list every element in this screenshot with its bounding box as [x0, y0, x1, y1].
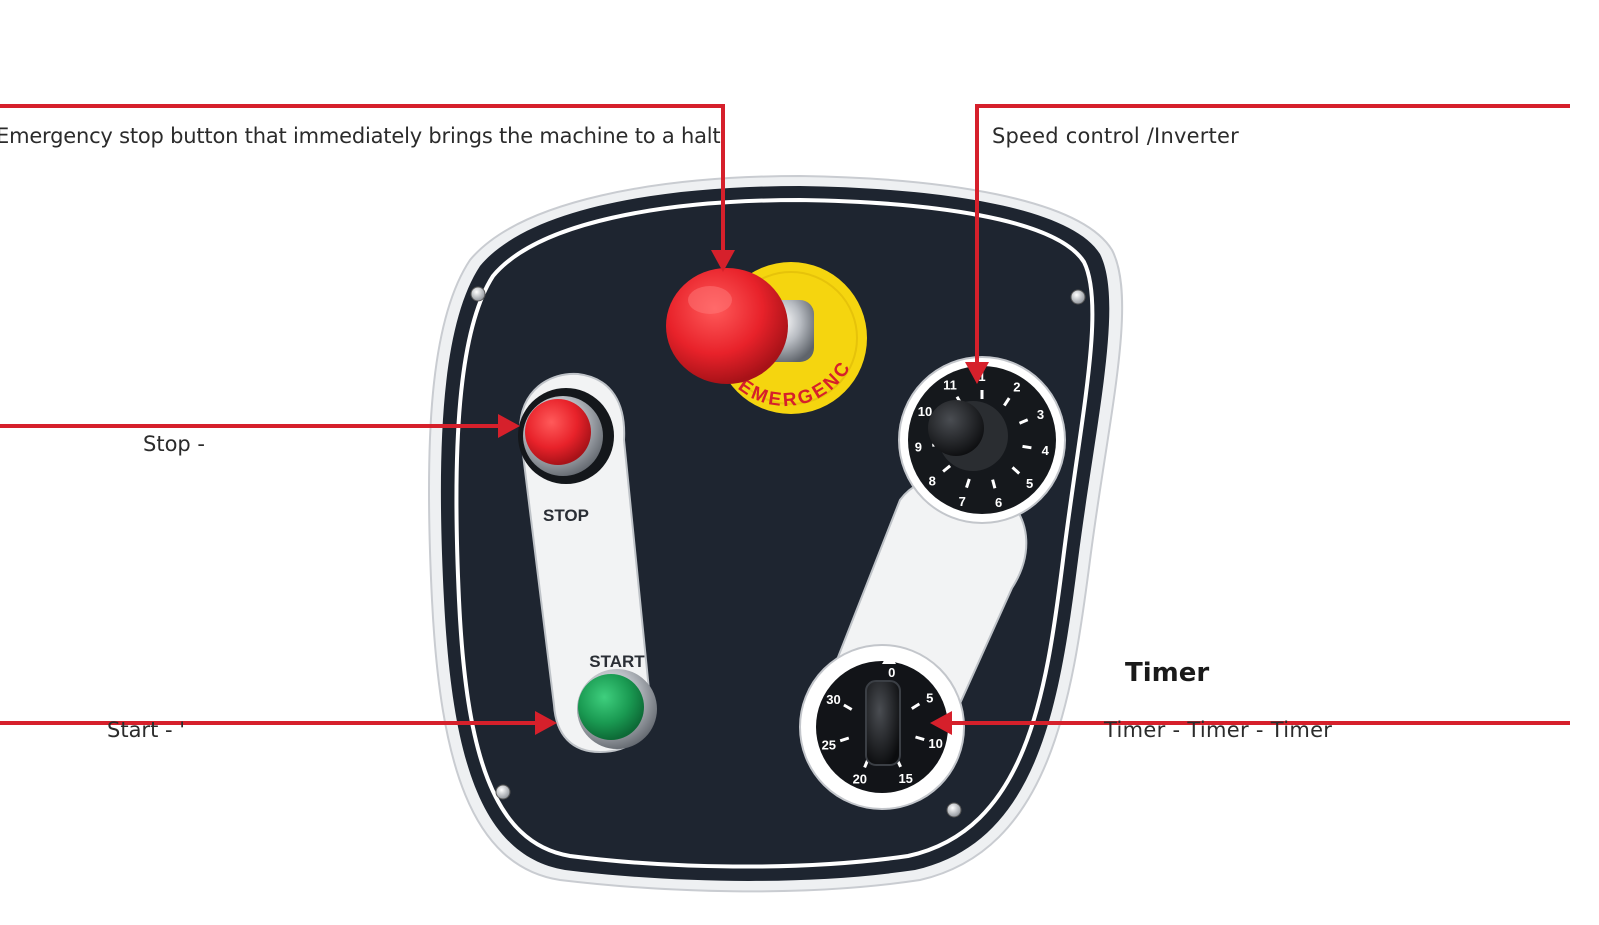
speed-control-dial[interactable]: 1 2 3 4 5 6 7 8 9 10 11 [898, 356, 1066, 524]
speed-dial-number-5: 5 [1026, 476, 1033, 491]
screw-bottom-right [946, 802, 962, 818]
timer-arrowhead [930, 711, 952, 735]
speed-dial-number-1: 1 [978, 369, 985, 384]
emergency-mushroom-head [666, 268, 788, 384]
emergency-callout-line [0, 104, 725, 262]
speed-dial-number-9: 9 [915, 440, 922, 455]
speed-arrowhead [965, 362, 989, 384]
timer-dial[interactable]: 0 5 10 15 20 25 30 [799, 644, 965, 810]
speed-dial-numbers: 1 2 3 4 5 6 7 8 9 10 11 [915, 369, 1050, 510]
speed-dial-number-8: 8 [929, 473, 936, 488]
stop-callout-label: Stop - [143, 432, 205, 456]
speed-callout-label: Speed control /Inverter [992, 124, 1239, 148]
speed-dial-tick-4 [1022, 444, 1032, 450]
screw-bottom-left [495, 784, 511, 800]
timer-dial-number-30: 30 [826, 692, 840, 707]
timer-dial-number-5: 5 [926, 691, 933, 706]
timer-dial-tick-25 [839, 736, 850, 743]
stop-button[interactable] [518, 388, 614, 484]
speed-dial-tick-5 [1011, 466, 1021, 475]
timer-dial-number-0: 0 [888, 665, 895, 680]
timer-dial-number-25: 25 [822, 738, 836, 753]
stop-arrowhead [498, 414, 520, 438]
start-callout-label: Start - ' [107, 718, 186, 742]
emergency-mushroom-highlight [688, 286, 732, 314]
stop-button-cap [525, 399, 591, 465]
timer-dial-tick-5 [911, 702, 921, 710]
timer-callout-subtitle: Timer - Timer - Timer [1104, 718, 1333, 742]
speed-dial-number-11: 11 [943, 378, 957, 393]
speed-dial-tick-3 [1018, 418, 1029, 425]
timer-callout-title: Timer [1125, 658, 1210, 688]
timer-dial-number-15: 15 [898, 771, 912, 786]
screw-top-left [470, 286, 486, 302]
speed-dial-tick-2 [1003, 397, 1011, 407]
timer-dial-numbers: 0 5 10 15 20 25 30 [822, 665, 943, 787]
speed-dial-number-7: 7 [959, 494, 966, 509]
speed-knob [928, 400, 984, 456]
stop-panel-label: STOP [543, 506, 589, 525]
speed-callout-line [975, 104, 1570, 372]
emergency-arrowhead [711, 250, 735, 272]
start-button[interactable] [577, 669, 657, 749]
start-arrowhead [535, 711, 557, 735]
start-button-cap [578, 674, 644, 740]
speed-dial-number-2: 2 [1013, 379, 1020, 394]
timer-knob-grip [865, 680, 901, 766]
start-panel-label: START [589, 652, 645, 671]
callout-lines [0, 104, 1570, 735]
speed-dial-number-10: 10 [918, 404, 932, 419]
screw-top-right [1070, 289, 1086, 305]
timer-dial-tick-30 [843, 703, 853, 711]
timer-dial-number-10: 10 [928, 736, 942, 751]
speed-dial-number-4: 4 [1042, 443, 1050, 458]
timer-pointer-icon [882, 652, 896, 664]
speed-dial-tick-8 [942, 464, 952, 473]
speed-dial-number-6: 6 [995, 495, 1002, 510]
speed-dial-tick-6 [991, 479, 997, 489]
timer-dial-tick-10 [915, 735, 925, 742]
speed-dial-number-3: 3 [1037, 407, 1044, 422]
speed-dial-tick-7 [965, 478, 971, 489]
emergency-callout-label: Emergency stop button that immediately b… [0, 124, 721, 148]
timer-dial-number-20: 20 [853, 771, 867, 786]
